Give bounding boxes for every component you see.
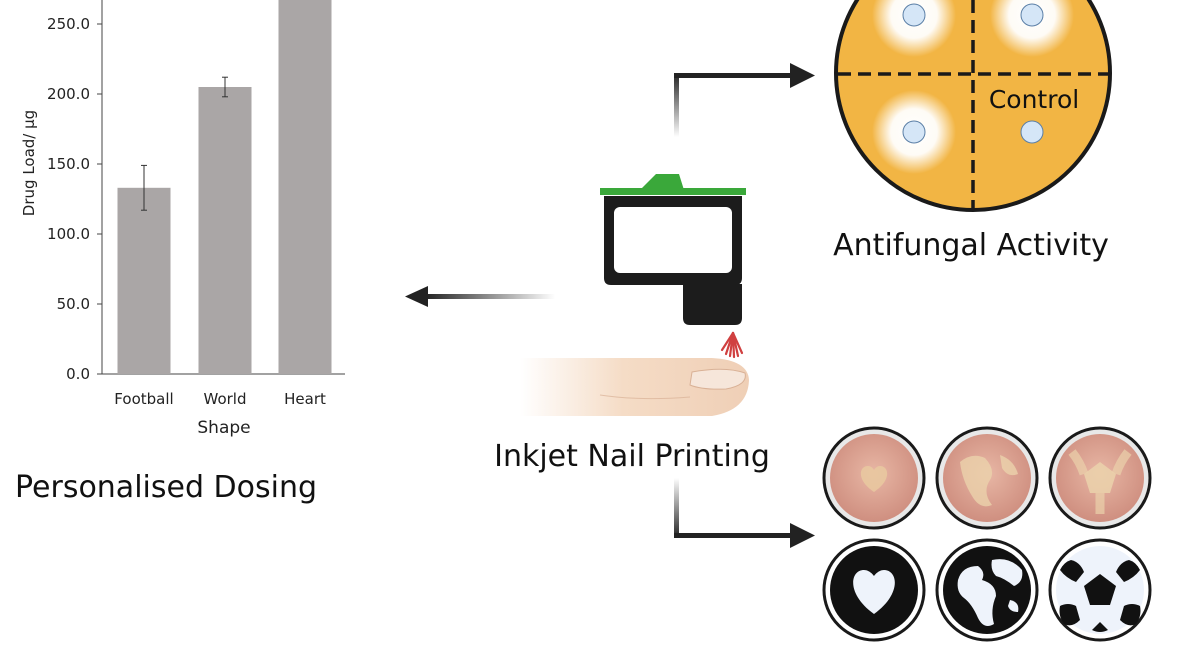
y-axis-title: Drug Load/ µg (20, 110, 38, 216)
drug-load-bar-chart: 0.0 50.0 100.0 150.0 200.0 250.0 Football Worl… (20, 0, 345, 438)
y-tick-label: 150.0 (47, 155, 90, 173)
x-axis-title: Shape (197, 418, 250, 438)
y-tick-label: 0.0 (66, 365, 90, 383)
inkjet-cartridge-icon (600, 174, 746, 325)
error-bar-world (222, 76, 228, 98)
bar-football (117, 187, 171, 374)
bar-heart (278, 0, 332, 374)
x-tick-label: Football (114, 390, 173, 408)
x-axis-ticks: Football World Heart (114, 390, 326, 408)
arrow-to-antifungal (674, 63, 815, 137)
y-tick-label: 50.0 (57, 295, 90, 313)
inhibition-zone-3 (872, 90, 956, 174)
y-tick-label: 100.0 (47, 225, 90, 243)
y-tick-label: 250.0 (47, 15, 90, 33)
inhibition-zone-2 (990, 0, 1074, 57)
arrow-to-printed-nails (674, 478, 815, 548)
bar-world (198, 87, 252, 374)
control-disc (1020, 120, 1044, 144)
y-tick-label: 200.0 (47, 85, 90, 103)
heart-design-icon (822, 538, 926, 642)
y-axis-ticks: 0.0 50.0 100.0 150.0 200.0 250.0 (47, 15, 102, 383)
bar-series (117, 0, 332, 374)
antifungal-activity-label: Antifungal Activity (833, 228, 1109, 263)
error-bar-football (141, 164, 147, 211)
inhibition-zone-1 (872, 0, 956, 57)
printed-world-nail (935, 426, 1039, 530)
x-tick-label: World (204, 390, 247, 408)
finger-icon (520, 358, 749, 416)
inkjet-nail-printing-label: Inkjet Nail Printing (494, 439, 770, 474)
antifungal-agar-plate: Control (834, 0, 1112, 212)
ink-spray-icon (720, 331, 744, 359)
arrow-to-chart (405, 286, 555, 307)
printed-heart-nail (822, 426, 926, 530)
personalised-dosing-label: Personalised Dosing (15, 470, 317, 505)
control-label: Control (989, 85, 1079, 114)
printed-football-nail (1048, 426, 1152, 530)
world-design-icon (935, 538, 1039, 642)
football-design-icon (1048, 538, 1152, 642)
x-tick-label: Heart (284, 390, 326, 408)
